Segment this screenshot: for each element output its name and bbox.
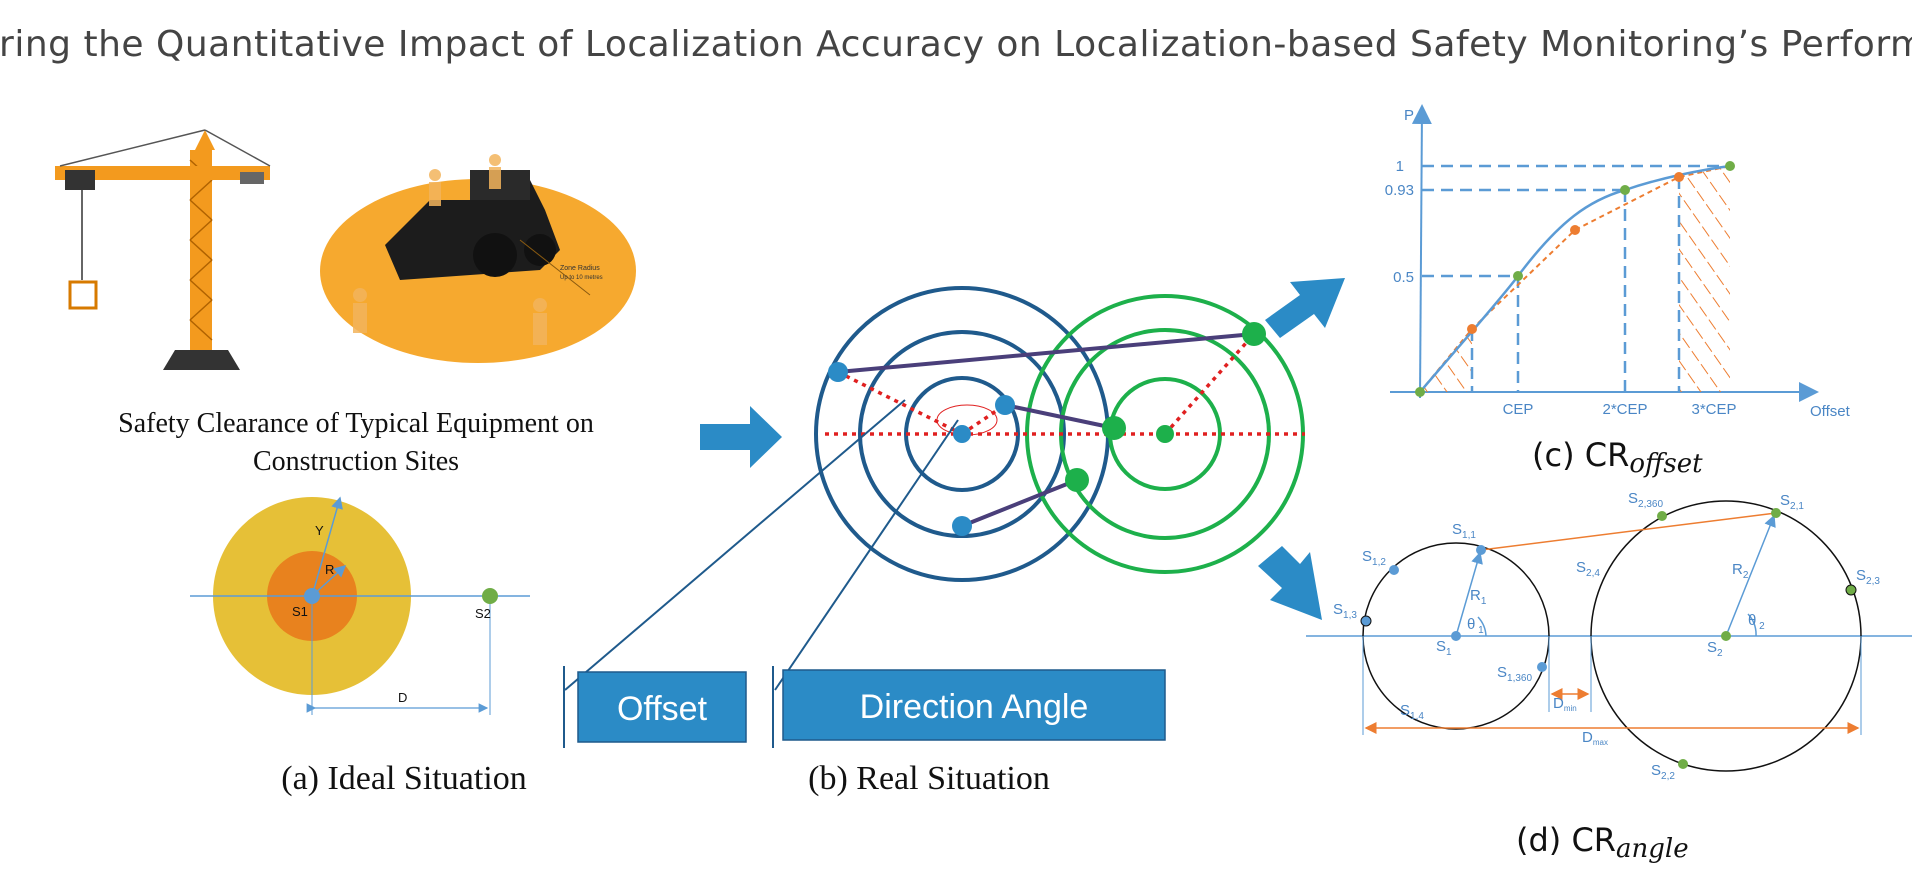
direction-angle-box — [782, 669, 1166, 741]
svg-text:θ 2: θ 2 — [1748, 612, 1765, 632]
svg-text:S1,3: S1,3 — [1333, 601, 1357, 621]
svg-text:S1: S1 — [292, 604, 308, 619]
svg-text:R: R — [325, 562, 334, 577]
real-blue-point-2 — [995, 395, 1015, 415]
clearance-caption-line2: Construction Sites — [253, 446, 459, 477]
svg-text:Y: Y — [315, 523, 324, 538]
real-situation-diagram — [564, 286, 1305, 691]
svg-text:3*CEP: 3*CEP — [1691, 401, 1736, 418]
svg-text:Up to 10 metres: Up to 10 metres — [560, 275, 603, 281]
svg-text:P: P — [1404, 107, 1414, 124]
svg-text:S2: S2 — [475, 606, 491, 621]
arrow-a-to-b — [700, 406, 782, 468]
offset-box-label: Offset — [617, 690, 708, 728]
svg-text:Dmin: Dmin — [1553, 695, 1577, 713]
caption-a: (a) Ideal Situation — [281, 760, 526, 797]
real-green-centre — [1156, 425, 1174, 443]
caption-d: (d) CRangle — [1516, 821, 1689, 864]
svg-text:0.5: 0.5 — [1393, 269, 1414, 286]
direction-angle-box-label: Direction Angle — [860, 688, 1089, 726]
real-blue-point-1 — [828, 362, 848, 382]
caption-c: (c) CRoffset — [1532, 436, 1703, 479]
svg-text:R2: R2 — [1732, 561, 1749, 581]
real-green-point-3 — [1065, 468, 1089, 492]
svg-text:CEP: CEP — [1503, 401, 1534, 418]
clearance-caption-line1: Safety Clearance of Typical Equipment on — [118, 408, 594, 439]
svg-text:R1: R1 — [1470, 587, 1487, 607]
svg-text:S1,2: S1,2 — [1362, 548, 1386, 568]
svg-text:S1,360: S1,360 — [1497, 664, 1532, 684]
cr-offset-chart: P 1 0.93 0.5 CEP 2*CEP 3*CEP Offset — [1385, 104, 1851, 420]
svg-text:D: D — [398, 690, 407, 705]
svg-text:S2,3: S2,3 — [1856, 567, 1880, 587]
crane-illustration — [55, 129, 271, 370]
svg-text:S2,360: S2,360 — [1628, 490, 1663, 510]
arrow-b-to-d — [1258, 546, 1322, 620]
s1-point — [304, 588, 320, 604]
svg-text:0.93: 0.93 — [1385, 182, 1414, 199]
svg-text:θ 1: θ 1 — [1467, 616, 1484, 636]
svg-text:S1: S1 — [1436, 638, 1452, 658]
real-blue-point-3 — [952, 516, 972, 536]
svg-text:Offset: Offset — [1810, 403, 1851, 420]
svg-text:S2,1: S2,1 — [1780, 492, 1804, 512]
s2-point — [482, 588, 498, 604]
svg-text:S1,4: S1,4 — [1400, 702, 1424, 722]
real-green-point-1 — [1242, 322, 1266, 346]
svg-text:Dmax: Dmax — [1582, 729, 1608, 747]
ideal-situation-diagram: Y R S1 S2 D — [190, 496, 530, 715]
cr-angle-diagram: S1,1 S1,2 S1,3 S1,4 S1,360 S1 R1 θ 1 S2,… — [1306, 490, 1912, 782]
offset-box — [577, 671, 747, 743]
svg-text:Zone Radius: Zone Radius — [560, 265, 600, 272]
svg-text:S2,2: S2,2 — [1651, 762, 1675, 782]
svg-text:1: 1 — [1396, 158, 1404, 175]
caption-b: (b) Real Situation — [808, 760, 1050, 797]
svg-text:S2,4: S2,4 — [1576, 559, 1600, 579]
svg-text:S1,1: S1,1 — [1452, 521, 1476, 541]
svg-text:2*CEP: 2*CEP — [1602, 401, 1647, 418]
svg-text:S2: S2 — [1707, 639, 1723, 659]
real-blue-centre — [953, 425, 971, 443]
real-green-point-2 — [1102, 416, 1126, 440]
arrow-b-to-c — [1265, 278, 1345, 338]
loader-zone-illustration: Zone Radius Up to 10 metres — [320, 154, 636, 363]
figure-title: Exploring the Quantitative Impact of Loc… — [0, 24, 1912, 65]
